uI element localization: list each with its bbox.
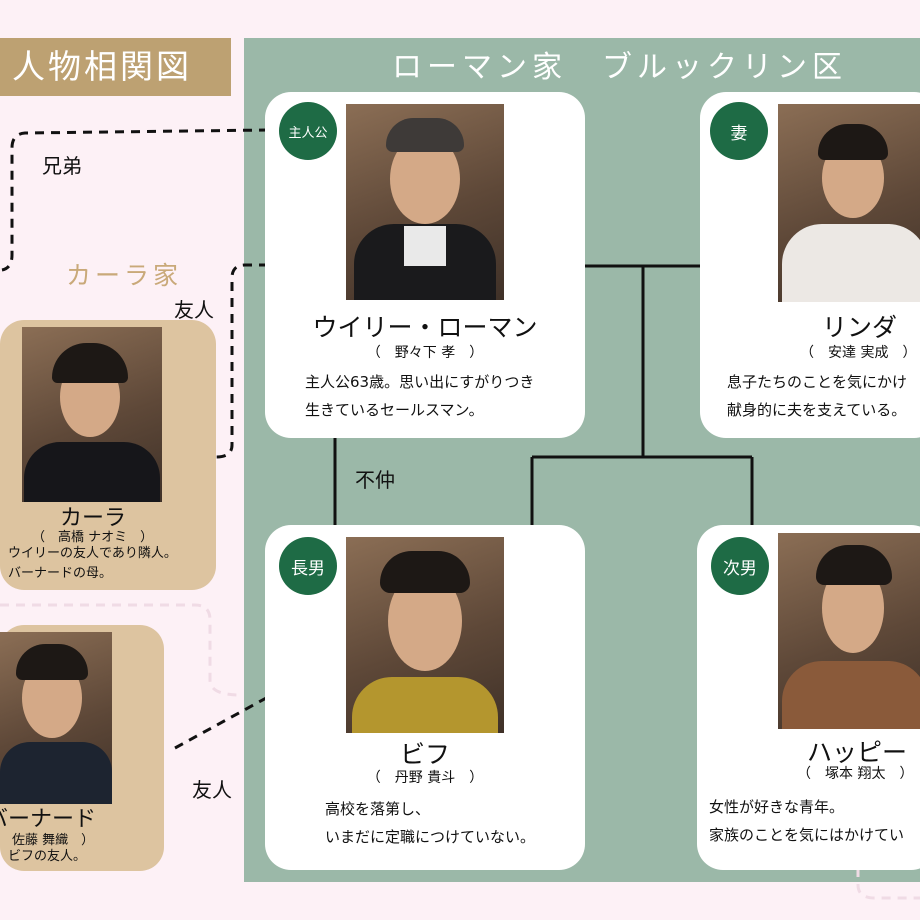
brothers-line: [1, 128, 269, 272]
happy-actor: （ 塚本 翔太 ）: [797, 766, 914, 782]
happy-photo: [778, 533, 920, 729]
biff-photo: [346, 537, 504, 733]
bernard-desc-1: ビフの友人。: [8, 849, 87, 864]
page-title: 人物相関図: [0, 38, 231, 96]
karla-photo: [22, 327, 162, 502]
willy-role-badge: 主人公: [279, 102, 337, 160]
karla-card[interactable]: カーラ （ 高橋 ナオミ ） ウイリーの友人であり隣人。 バーナードの母。: [0, 320, 216, 590]
biff-desc-2: いまだに定職につけていない。: [325, 828, 536, 846]
friend-bernard-line: [174, 695, 269, 750]
willy-name: ウイリー・ローマン: [312, 313, 538, 342]
karla-name: カーラ: [60, 506, 127, 531]
biff-actor: （ 丹野 貴斗 ）: [366, 770, 484, 786]
children-branch: [530, 455, 754, 525]
karla-desc-2: バーナードの母。: [8, 566, 113, 581]
linda-role-badge: 妻: [710, 102, 768, 160]
karla-bernard-line: [0, 603, 241, 697]
willy-photo: [346, 104, 504, 300]
happy-desc-1: 女性が好きな青年。: [709, 798, 845, 816]
willy-actor: （ 野々下 孝 ）: [366, 345, 484, 361]
biff-name: ビフ: [399, 740, 450, 769]
willy-card[interactable]: ウイリー・ローマン （ 野々下 孝 ） 主人公63歳。思い出にすがりつき 生きて…: [265, 92, 585, 438]
linda-name: リンダ: [822, 313, 898, 342]
linda-photo: [778, 104, 920, 302]
biff-desc-1: 高校を落第し、: [325, 800, 431, 818]
happy-desc-2: 家族のことを気にはかけてい: [709, 826, 905, 844]
linda-card[interactable]: リンダ （ 安達 実成 ） 息子たちのことを気にかけ 献身的に夫を支えている。: [700, 92, 920, 438]
relation-friend-karla: 友人: [174, 298, 214, 322]
linda-actor: （ 安達 実成 ）: [800, 345, 917, 361]
bernard-name: バーナード: [0, 807, 97, 832]
relation-brothers: 兄弟: [42, 154, 82, 178]
linda-desc-2: 献身的に夫を支えている。: [727, 401, 907, 419]
relation-discord: 不仲: [355, 468, 395, 492]
bernard-photo: [0, 632, 112, 804]
willy-desc-2: 生きているセールスマン。: [305, 401, 484, 419]
relation-friend-bernard: 友人: [192, 778, 232, 802]
friend-karla-line: [215, 263, 268, 459]
bernard-actor: 佐藤 舞織 ）: [12, 833, 95, 848]
happy-faint-line: [856, 868, 920, 900]
roman-family-title: ローマン家 ブルックリン区: [392, 50, 847, 85]
happy-name: ハッピー: [807, 738, 908, 767]
karla-actor: （ 高橋 ナオミ ）: [32, 530, 154, 545]
karla-family-title: カーラ家: [66, 261, 183, 290]
happy-role-badge: 次男: [711, 537, 769, 595]
linda-desc-1: 息子たちのことを気にかけ: [727, 373, 908, 391]
biff-role-badge: 長男: [279, 537, 337, 595]
karla-desc-1: ウイリーの友人であり隣人。: [8, 546, 177, 561]
bernard-card[interactable]: バーナード 佐藤 舞織 ） ビフの友人。: [0, 625, 164, 871]
willy-desc-1: 主人公63歳。思い出にすがりつき: [305, 373, 535, 391]
